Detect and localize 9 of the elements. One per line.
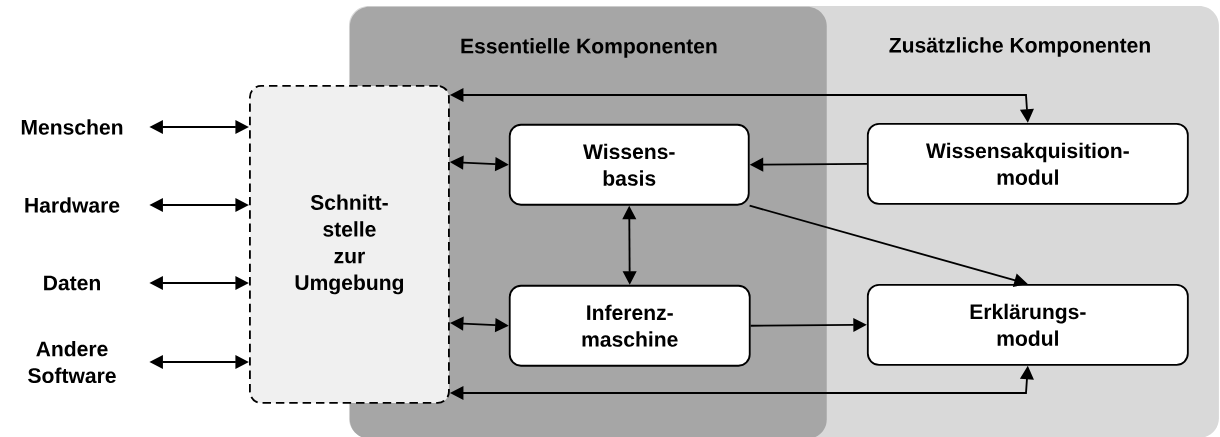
label: Menschen [21,119,123,135]
process-box: Schnitt- stelle zur Umgebung [249,85,450,404]
label: Daten [44,275,100,291]
label: Andere Software [28,340,116,384]
process-box: Inferenz- maschine [508,284,751,367]
process-box: Wissensakquisition- modul [866,122,1189,205]
label: Hardware [25,197,120,213]
process-box: Erklärungs- modul [866,283,1189,366]
process-box: Wissens- basis [508,123,750,206]
